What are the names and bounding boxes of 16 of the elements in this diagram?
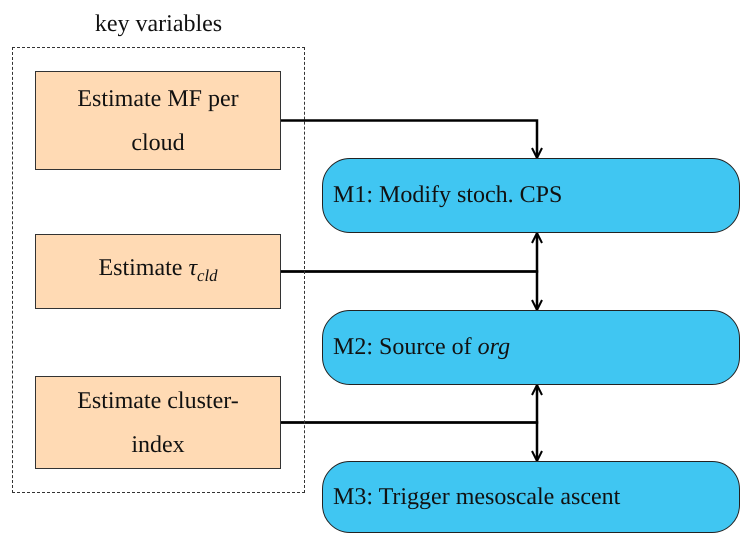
box-label: M3: Trigger mesoscale ascent	[333, 484, 620, 510]
group-title: key variables	[94, 10, 224, 39]
variable-box	[35, 234, 281, 309]
box-label: Estimate τ$_{cld}$	[98, 254, 218, 286]
box-label: Estimate cluster-index	[76, 386, 240, 460]
box-label: M1: Modify stoch. CPS	[333, 182, 562, 209]
box-label: M2: Source of org	[333, 334, 510, 361]
arrow	[281, 421, 543, 462]
arrow	[281, 119, 543, 159]
mechanism-box	[322, 310, 740, 385]
box-label: Estimate MF per cloud	[76, 84, 240, 158]
mechanism-box	[322, 461, 740, 533]
variable-box	[35, 71, 281, 170]
arrow	[281, 270, 543, 311]
variable-box	[35, 376, 281, 469]
mechanism-box	[322, 158, 740, 233]
